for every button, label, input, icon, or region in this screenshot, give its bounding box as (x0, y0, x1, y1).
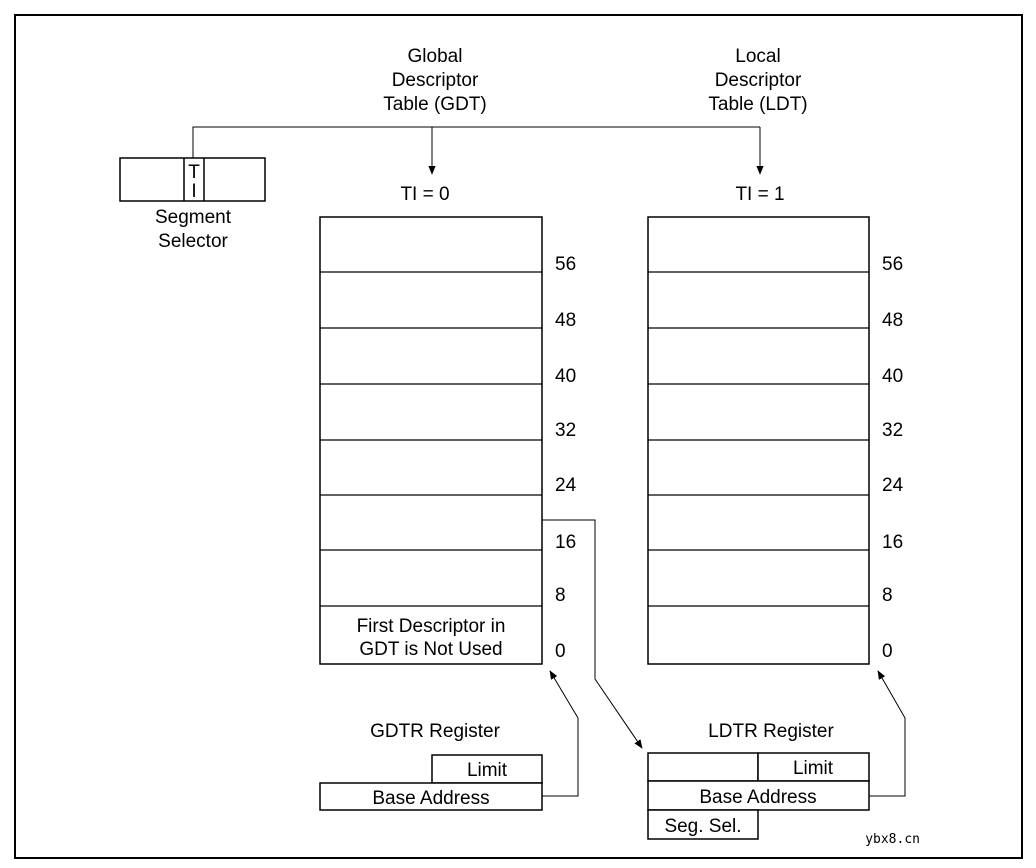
gdt-title-line-1: Global (408, 46, 463, 67)
ldtr-left-field (647, 752, 759, 782)
gdt-offset-label: 56 (555, 254, 576, 275)
ldtr-base-pointer-arrow (869, 670, 906, 797)
gdt-table (319, 216, 543, 665)
gdtr-register-title: GDTR Register (370, 721, 501, 742)
gdt-offset-label: 24 (555, 475, 577, 496)
gdtr-base-pointer-arrow (542, 670, 579, 797)
gdt-offset-label: 8 (555, 585, 566, 606)
ldt-ti-label: TI = 1 (735, 184, 784, 205)
ldtr-base-label: Base Address (699, 787, 816, 808)
ldt-offset-label: 32 (882, 420, 903, 441)
ldt-title-line-2: Descriptor (715, 70, 802, 91)
gdt-offset-label: 40 (555, 366, 576, 387)
selector-branch-line (192, 126, 760, 158)
ldt-offset-label: 24 (882, 475, 904, 496)
gdtr-limit-label: Limit (467, 760, 508, 781)
gdt-offset-label: 48 (555, 310, 576, 331)
ldt-offset-label: 40 (882, 366, 903, 387)
ldtr-register-title: LDTR Register (708, 721, 834, 742)
segment-selector-box (119, 157, 266, 202)
gdtr-base-field (319, 782, 543, 811)
gdt-offset-label: 32 (555, 420, 576, 441)
ldtr-seg-sel-label: Seg. Sel. (664, 816, 741, 837)
ldtr-limit-label: Limit (793, 758, 834, 779)
gdt-offset-label: 16 (555, 532, 576, 553)
gdt-ti-label: TI = 0 (400, 184, 449, 205)
gdt-offset-label: 0 (555, 641, 566, 662)
watermark: ybx8.cn (865, 832, 920, 847)
gdt-ldt-descriptor-arrow (542, 519, 643, 749)
ldt-table (647, 216, 870, 665)
ldt-offset-label: 0 (882, 641, 893, 662)
ldt-offset-label: 48 (882, 310, 903, 331)
gdt-title-line-2: Descriptor (392, 70, 479, 91)
gdtr-base-label: Base Address (372, 788, 489, 809)
ldtr-seg-sel-field (647, 809, 759, 840)
segment-selector: T I (119, 157, 266, 202)
gdtr-register: Limit Base Address (319, 754, 543, 811)
segment-selector-caption-1: Segment (155, 207, 232, 228)
ldt-title-line-3: Table (LDT) (708, 94, 807, 115)
ti-field-letter-i: I (191, 181, 196, 202)
ti-field-letter-t: T (188, 162, 200, 183)
gdt-offset-labels: 56 48 40 32 24 16 8 0 (555, 254, 577, 662)
ldtr-register: Limit Base Address Seg. Sel. (647, 752, 870, 840)
gdt-first-descriptor-line-1: First Descriptor in (357, 616, 506, 637)
ldtr-base-field (647, 780, 870, 811)
ldt-title-line-1: Local (735, 46, 780, 67)
gdt-title-line-3: Table (GDT) (383, 94, 486, 115)
segment-selector-caption-2: Selector (158, 231, 228, 252)
ldt-offset-label: 8 (882, 585, 893, 606)
gdt-first-descriptor-line-2: GDT is Not Used (359, 639, 502, 660)
figure-frame (14, 14, 1023, 859)
ldt-offset-label: 16 (882, 532, 903, 553)
ldt-offset-label: 56 (882, 254, 903, 275)
ldt-offset-labels: 56 48 40 32 24 16 8 0 (882, 254, 904, 662)
